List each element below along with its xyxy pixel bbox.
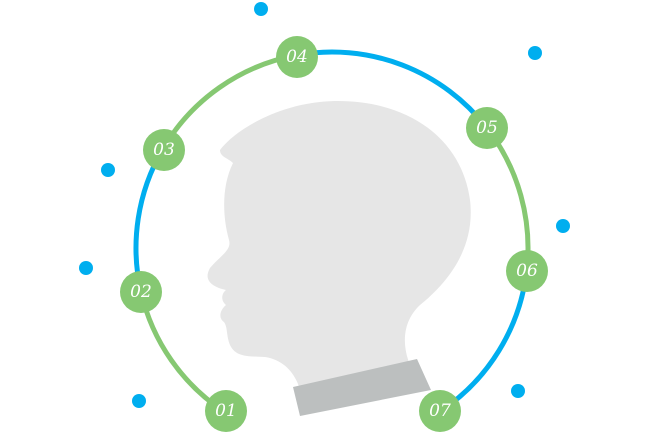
step-marker-02: 02 [120,271,162,313]
ring-segment [485,126,531,272]
step-label: 02 [130,282,152,302]
step-label: 01 [215,401,237,421]
step-marker-05: 05 [466,107,508,149]
dot [254,2,268,16]
step-label: 05 [476,118,498,138]
dot [101,163,115,177]
step-circle [506,250,548,292]
step-marker-03: 03 [143,129,185,171]
dot [132,394,146,408]
step-circle [143,129,185,171]
step-label: 07 [429,401,451,421]
step-circle [276,36,318,78]
ring-segment [296,49,489,130]
step-label: 06 [516,261,538,281]
decorative-dots [79,2,570,408]
step-circle [205,390,247,432]
dot [79,261,93,275]
step-marker-04: 04 [276,36,318,78]
head-silhouette [207,100,471,391]
collar [293,359,431,416]
step-markers: 01 02 03 04 05 06 07 [120,36,548,432]
step-label: 04 [286,47,308,67]
step-circle [120,271,162,313]
step-marker-06: 06 [506,250,548,292]
step-label: 03 [153,140,175,160]
step-marker-07: 07 [419,390,461,432]
ring-segment [133,147,165,293]
dot [528,46,542,60]
dot [556,219,570,233]
step-circle [466,107,508,149]
step-marker-01: 01 [205,390,247,432]
dot [511,384,525,398]
ring-segment [138,291,227,415]
step-circle [419,390,461,432]
